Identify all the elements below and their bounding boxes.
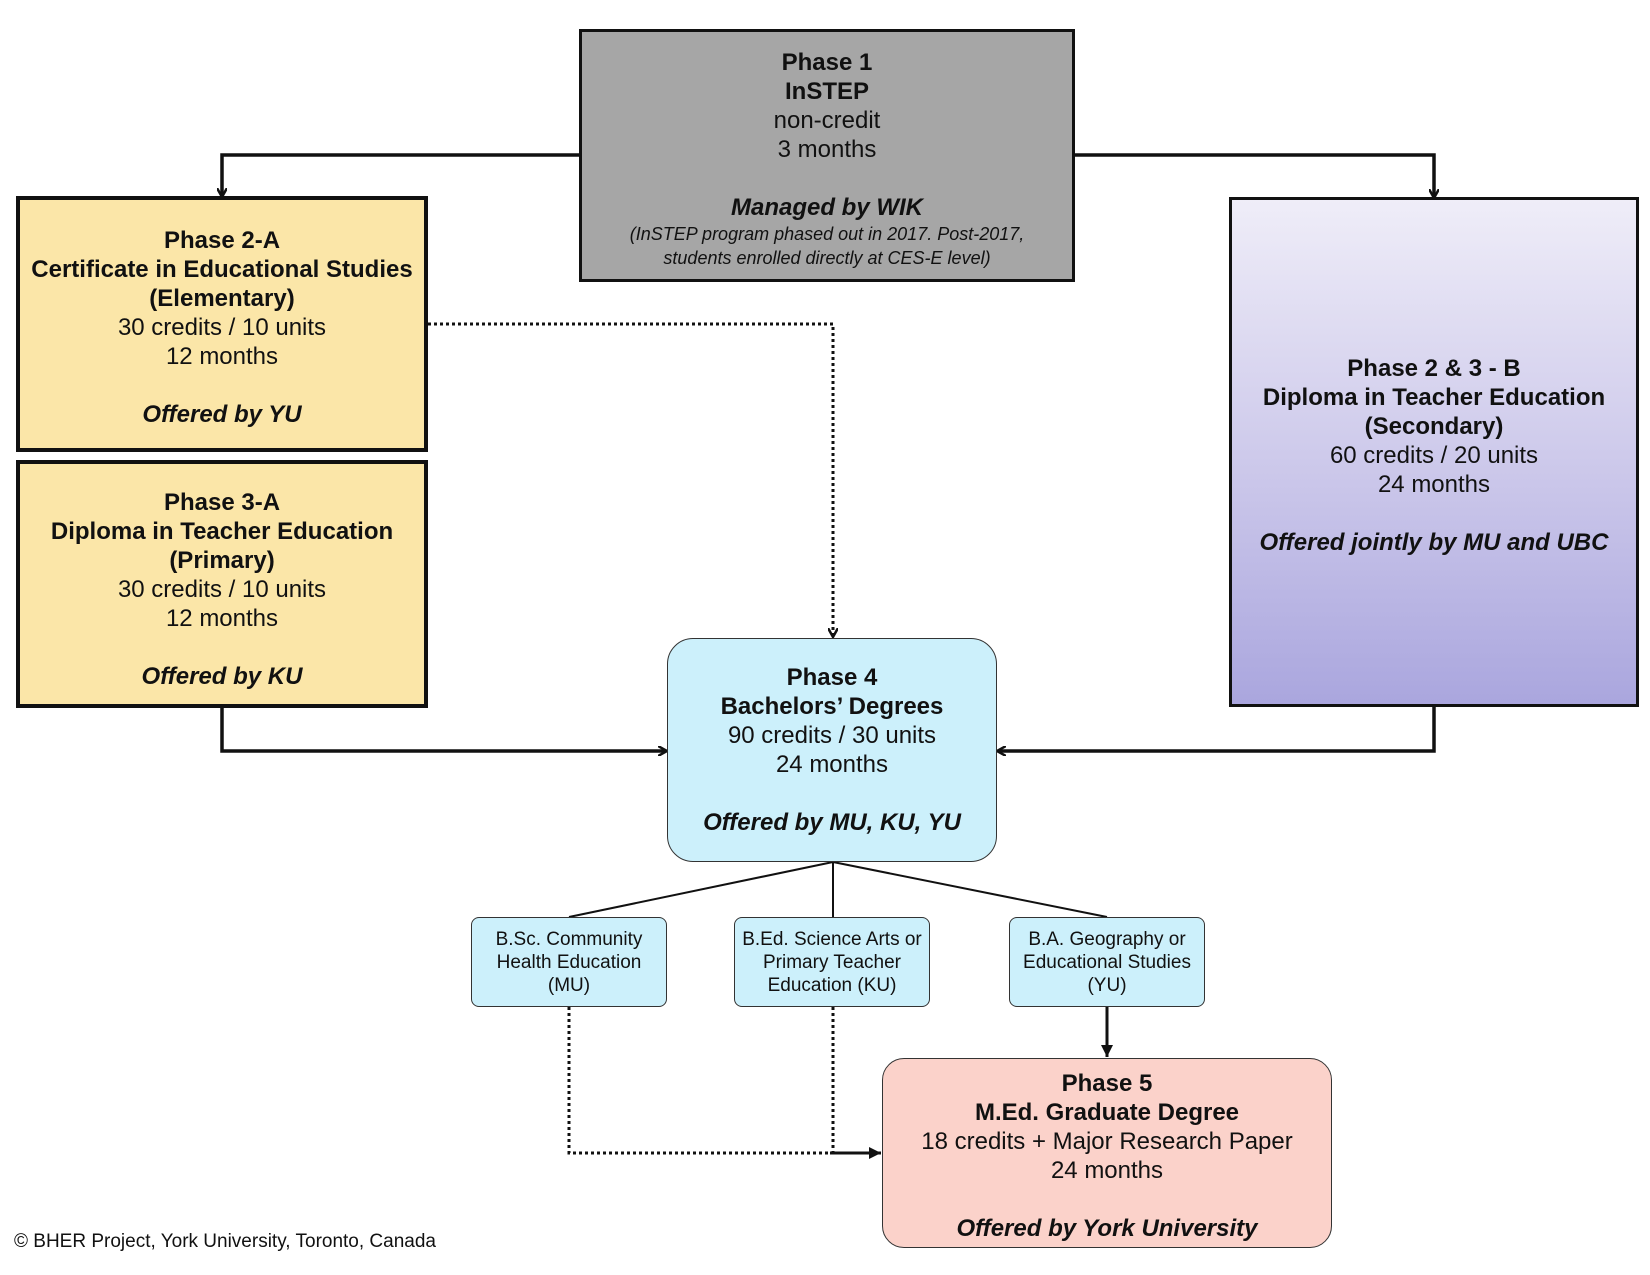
degree-mu-line3: (MU) — [547, 975, 591, 996]
phase4-credits: 90 credits / 30 units — [727, 722, 937, 749]
degree-box-mu: B.Sc. Community Health Education (MU) — [471, 917, 667, 1007]
arrow-phase3a-to-phase4 — [220, 708, 666, 751]
degree-box-yu: B.A. Geography or Educational Studies (Y… — [1009, 917, 1205, 1007]
phase23b-box: Phase 2 & 3 - B Diploma in Teacher Educa… — [1229, 197, 1639, 707]
dotted-arrow-phase2a-to-phase4 — [428, 322, 833, 636]
dotted-line-degree-mu-to-phase5 — [567, 1007, 830, 1155]
phase2a-credits: 30 credits / 10 units — [117, 314, 327, 341]
arrow-phase1-to-phase2a — [222, 153, 579, 196]
phase3a-name-line1: Diploma in Teacher Education — [50, 518, 394, 545]
spacer — [1232, 499, 1636, 528]
degree-ku-line2: Primary Teacher — [763, 952, 901, 973]
phase1-title: Phase 1 — [781, 49, 873, 76]
phase3a-offered-by: Offered by KU — [141, 663, 303, 690]
phase23b-name-line2: (Secondary) — [1364, 413, 1504, 440]
phase5-duration: 24 months — [1050, 1157, 1164, 1184]
degree-yu-line2: Educational Studies — [1023, 952, 1191, 973]
phase3a-duration: 12 months — [165, 605, 279, 632]
degree-mu-line1: B.Sc. Community — [495, 929, 643, 950]
degree-yu-line1: B.A. Geography or — [1028, 929, 1186, 950]
spacer — [883, 1185, 1331, 1214]
phase1-credit: non-credit — [773, 107, 881, 134]
degree-mu-line2: Health Education — [496, 952, 642, 973]
phase2a-title: Phase 2-A — [163, 227, 281, 254]
spacer — [20, 633, 424, 662]
phase2a-name-line1: Certificate in Educational Studies — [31, 256, 413, 283]
phase2a-box: Phase 2-A Certificate in Educational Stu… — [16, 196, 428, 452]
phase5-credits: 18 credits + Major Research Paper — [921, 1128, 1293, 1155]
phase5-box: Phase 5 M.Ed. Graduate Degree 18 credits… — [882, 1058, 1332, 1248]
degree-box-ku: B.Ed. Science Arts or Primary Teacher Ed… — [734, 917, 930, 1007]
line-phase4-to-degree-yu — [832, 861, 1108, 918]
phase2a-name-line2: (Elementary) — [149, 285, 295, 312]
phase3a-name-line2: (Primary) — [169, 547, 275, 574]
degree-ku-line1: B.Ed. Science Arts or — [742, 929, 922, 950]
line-phase4-to-degree-mu — [568, 861, 834, 918]
phase3a-title: Phase 3-A — [163, 489, 281, 516]
phase4-name: Bachelors’ Degrees — [720, 693, 944, 720]
degree-yu-line3: (YU) — [1087, 975, 1127, 996]
phase5-offered-by: Offered by York University — [956, 1215, 1258, 1242]
phase3a-box: Phase 3-A Diploma in Teacher Education (… — [16, 460, 428, 708]
phase2a-duration: 12 months — [165, 343, 279, 370]
phase5-title: Phase 5 — [1061, 1070, 1153, 1097]
phase1-duration: 3 months — [777, 136, 877, 163]
phase5-name: M.Ed. Graduate Degree — [974, 1099, 1240, 1126]
phase23b-duration: 24 months — [1377, 471, 1491, 498]
phase1-note-line2: students enrolled directly at CES-E leve… — [663, 248, 991, 268]
phase3a-credits: 30 credits / 10 units — [117, 576, 327, 603]
phase4-offered-by: Offered by MU, KU, YU — [703, 809, 961, 836]
phase4-box: Phase 4 Bachelors’ Degrees 90 credits / … — [667, 638, 997, 862]
spacer — [20, 371, 424, 400]
phase1-name: InSTEP — [784, 78, 869, 105]
phase2a-offered-by: Offered by YU — [142, 401, 302, 428]
spacer — [582, 164, 1072, 193]
copyright-text: © BHER Project, York University, Toronto… — [14, 1231, 436, 1252]
phase4-duration: 24 months — [775, 751, 889, 778]
phase23b-title: Phase 2 & 3 - B — [1347, 355, 1521, 382]
arrow-phase1-to-phase23b — [1075, 153, 1434, 197]
phase1-box: Phase 1 InSTEP non-credit 3 months Manag… — [579, 29, 1075, 282]
phase1-note-line1: (InSTEP program phased out in 2017. Post… — [629, 224, 1025, 244]
spacer — [668, 779, 996, 808]
phase4-title: Phase 4 — [786, 664, 878, 691]
phase23b-name-line1: Diploma in Teacher Education — [1262, 384, 1606, 411]
phase23b-offered-by: Offered jointly by MU and UBC — [1259, 529, 1609, 556]
phase23b-credits: 60 credits / 20 units — [1329, 442, 1539, 469]
arrow-phase23b-to-phase4 — [998, 707, 1436, 751]
degree-ku-line3: Education (KU) — [767, 975, 897, 996]
phase1-managed-by: Managed by WIK — [730, 194, 923, 221]
